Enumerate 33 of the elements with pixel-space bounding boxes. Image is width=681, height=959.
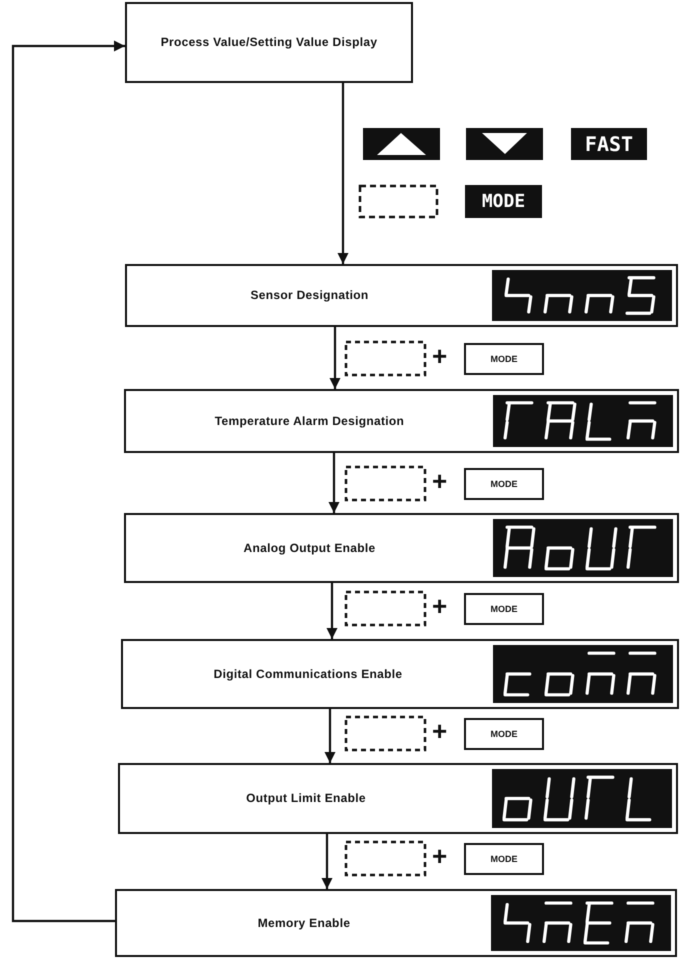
mode-key: MODE [464,343,544,375]
arrow [324,709,336,763]
plus-sign: + [432,593,448,619]
box-label: Process Value/Setting Value Display [160,34,378,52]
arrow [326,583,338,639]
mode-key: MODE [464,593,544,625]
mode-key: MODE [464,843,544,875]
arrow [328,453,340,513]
arrow [330,327,340,389]
plus-sign: + [432,718,448,744]
box-label: Memory Enable [256,914,352,932]
process-box [115,889,677,957]
box-label: Output Limit Enable [245,790,367,808]
mode-key: MODE [464,468,544,500]
box-label: Digital Communications Enable [212,666,404,683]
arrow [322,834,332,889]
arrow [12,40,125,922]
plus-sign: + [432,343,448,369]
process-box [121,639,679,709]
box-label: Temperature Alarm Designation [214,412,406,430]
plus-sign: + [432,843,448,869]
key-label: FAST [571,128,647,160]
process-box [124,389,679,453]
plus-sign: + [432,468,448,494]
mode-key: MODE [464,718,544,750]
process-box [124,513,679,583]
process-box [125,2,413,83]
arrow [338,83,348,264]
key-label: MODE [465,185,542,218]
box-label: Analog Output Enable [242,540,376,557]
box-label: Sensor Designation [249,287,370,304]
process-box [118,763,678,834]
process-box [125,264,678,327]
